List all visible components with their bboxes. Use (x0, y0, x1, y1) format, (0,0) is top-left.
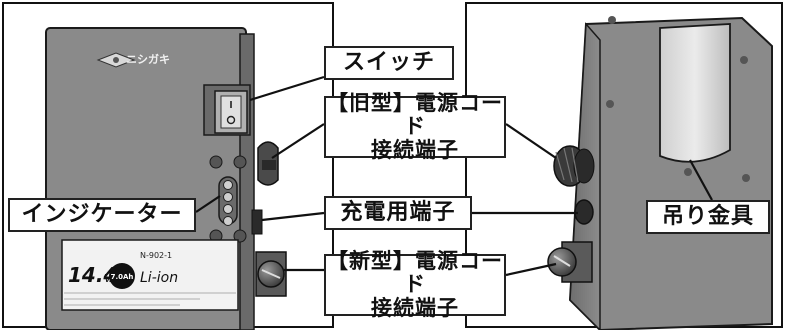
new-connector-label: 【新型】電源コード 接続端子 (324, 249, 506, 319)
new-connector-label-line1: 【新型】電源コード (327, 248, 503, 297)
switch-label-text: スイッチ (342, 49, 435, 75)
capacity-value: 7.0Ah (111, 273, 134, 281)
charge-port-label: 充電用端子 (324, 196, 472, 230)
battery-back-view (547, 16, 773, 330)
charge-port (251, 209, 263, 235)
model-number: N-902-1 (140, 251, 172, 260)
hanger-label-text: 吊り金具 (661, 203, 754, 229)
voltage-unit: V (104, 272, 113, 285)
new-connector-label-line2: 接続端子 (371, 295, 459, 320)
charge-port-label-text: 充電用端子 (340, 199, 456, 225)
voltage-value: 14.4 (68, 263, 117, 287)
hanger-bracket (659, 23, 731, 163)
leader-lines (195, 75, 713, 277)
old-connector-label-line1: 【旧型】電源コード (327, 90, 503, 139)
power-switch (203, 84, 251, 136)
capacity-badge (109, 263, 135, 289)
new-connector-back (547, 241, 593, 283)
indicator-label: インジケーター (8, 198, 196, 232)
logo-mark (96, 52, 136, 68)
old-connector-back (553, 145, 595, 187)
new-connector (255, 251, 287, 297)
old-connector-label: 【旧型】電源コード 接続端子 (324, 91, 506, 161)
indicator-label-text: インジケーター (21, 201, 183, 227)
chemistry-label: Li-ion (140, 270, 178, 286)
old-connector (257, 141, 279, 186)
hanger-label: 吊り金具 (646, 200, 770, 234)
old-connector-label-line2: 接続端子 (371, 137, 459, 162)
indicator-leds (218, 176, 238, 226)
logo-text: ニシガキ (126, 52, 170, 66)
switch-label: スイッチ (324, 46, 454, 80)
spec-label (61, 239, 239, 311)
battery-front-view (45, 27, 287, 330)
